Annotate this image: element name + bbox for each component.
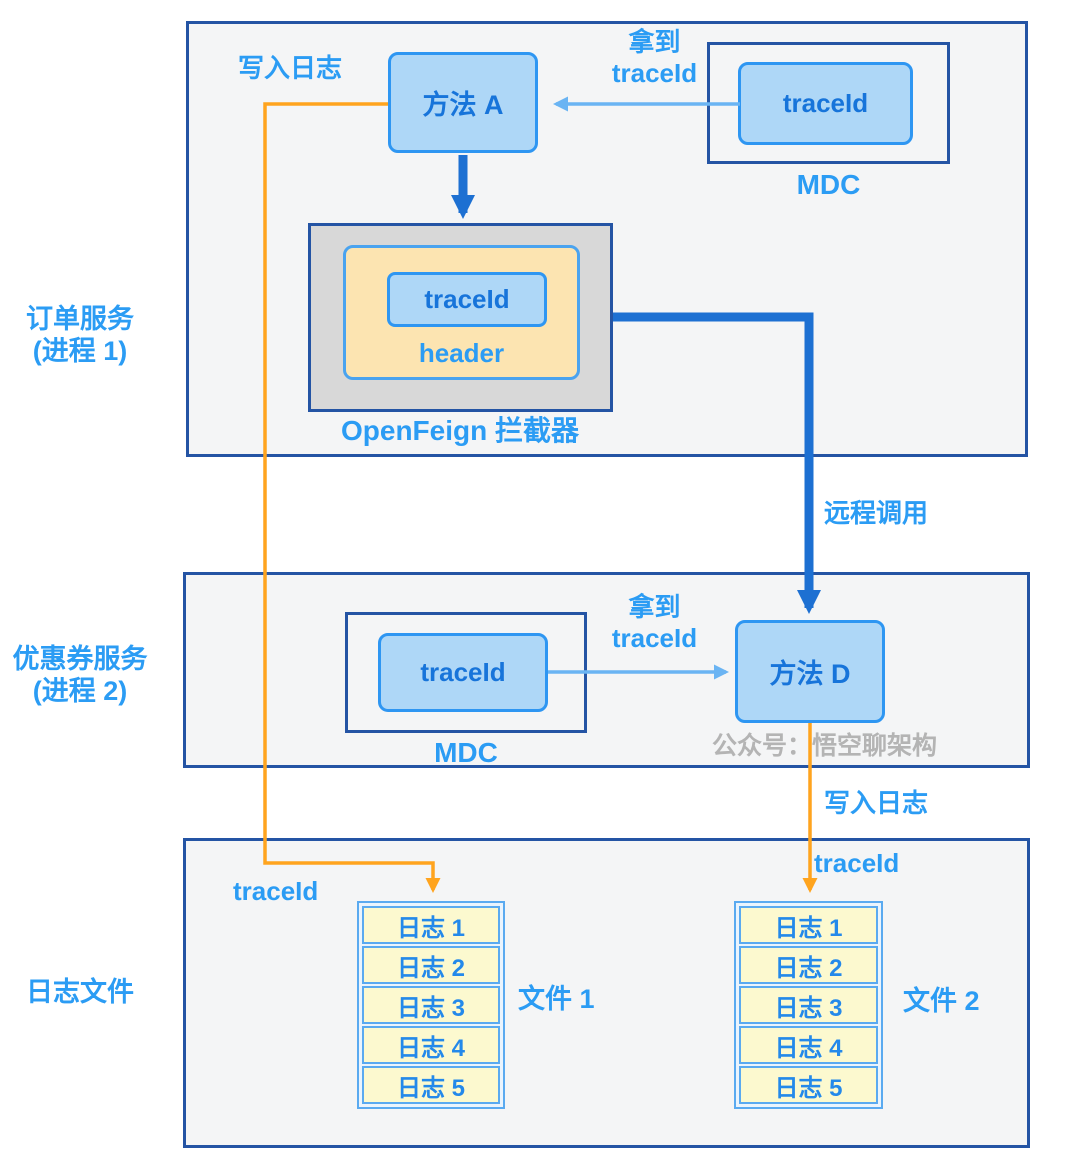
mdc-middle-label: MDC bbox=[434, 737, 498, 768]
mdc-middle-traceid-node: traceId bbox=[378, 633, 548, 712]
coupon-service-name: 优惠券服务 bbox=[12, 644, 148, 674]
log-entry: 日志 2 bbox=[739, 946, 878, 984]
mdc-top-traceid-node: traceId bbox=[738, 62, 913, 145]
log-entry: 日志 1 bbox=[362, 906, 500, 944]
get-traceid-middle-label: 拿到 traceId bbox=[592, 592, 717, 654]
get-traceid-top-line1: 拿到 bbox=[628, 27, 681, 57]
method-a-node: 方法 A bbox=[388, 52, 538, 153]
order-service-name: 订单服务 bbox=[26, 304, 134, 334]
coupon-service-process: (进程 2) bbox=[32, 676, 128, 707]
file1-label: 文件 1 bbox=[518, 984, 595, 1014]
log-entry: 日志 5 bbox=[739, 1066, 878, 1104]
order-service-label: 订单服务 (进程 1) bbox=[10, 303, 150, 368]
log-entry: 日志 3 bbox=[362, 986, 500, 1024]
get-traceid-middle-line2: traceId bbox=[611, 623, 698, 654]
traceid-bottom-right-label: traceId bbox=[814, 848, 900, 878]
header-traceid-node: traceId bbox=[387, 272, 547, 327]
mdc-top-label: MDC bbox=[796, 169, 861, 200]
write-log-right-label: 写入日志 bbox=[824, 788, 929, 818]
get-traceid-middle-line1: 拿到 bbox=[628, 592, 681, 622]
get-traceid-top-label: 拿到 traceId bbox=[592, 27, 717, 89]
order-service-process: (进程 1) bbox=[32, 336, 128, 367]
traceid-bottom-left-label: traceId bbox=[233, 876, 319, 906]
log-entry: 日志 4 bbox=[362, 1026, 500, 1064]
file2-label: 文件 2 bbox=[903, 986, 980, 1016]
remote-call-label: 远程调用 bbox=[824, 498, 929, 528]
log-entry: 日志 3 bbox=[739, 986, 878, 1024]
log-entry: 日志 4 bbox=[739, 1026, 878, 1064]
coupon-service-label: 优惠券服务 (进程 2) bbox=[5, 643, 155, 708]
log-file-label: 日志文件 bbox=[26, 977, 134, 1007]
log-entry: 日志 2 bbox=[362, 946, 500, 984]
get-traceid-top-line2: traceId bbox=[611, 58, 698, 89]
write-log-top-label: 写入日志 bbox=[238, 53, 343, 83]
header-label: header bbox=[418, 338, 505, 368]
log-entry: 日志 5 bbox=[362, 1066, 500, 1104]
watermark-text: 公众号：悟空聊架构 bbox=[712, 732, 938, 760]
method-d-node: 方法 D bbox=[735, 620, 885, 723]
openfeign-interceptor-label: OpenFeign 拦截器 bbox=[340, 415, 579, 446]
log-entry: 日志 1 bbox=[739, 906, 878, 944]
